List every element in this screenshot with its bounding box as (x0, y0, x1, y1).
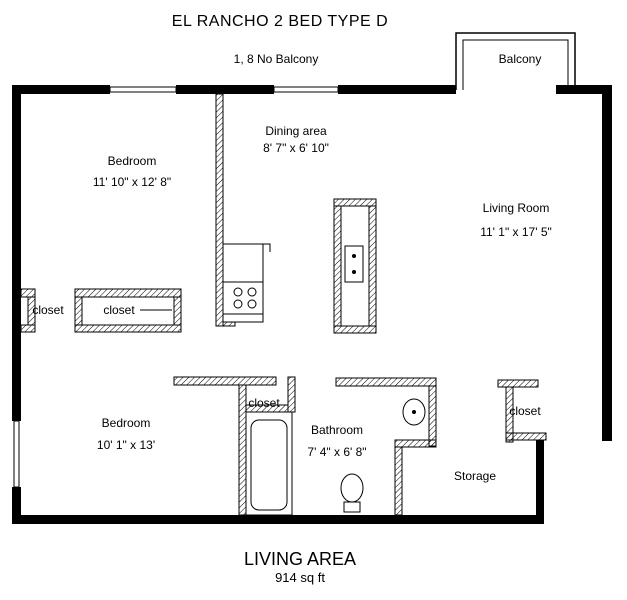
bathroom-label: Bathroom (311, 423, 363, 437)
living-room-label: Living Room (483, 201, 550, 215)
plan-subtitle: 1, 8 No Balcony (234, 52, 319, 66)
closet-label-storage: closet (509, 404, 541, 418)
living-room-size: 11' 1" x 17' 5" (480, 225, 552, 239)
closet-label-bedroom-1b: closet (103, 303, 135, 317)
bathtub (245, 411, 293, 516)
bedroom-1-label: Bedroom (108, 154, 157, 168)
closet-label-bedroom-1a: closet (32, 303, 64, 317)
bedroom-2-label: Bedroom (102, 416, 151, 430)
living-area-value: 914 sq ft (275, 570, 325, 585)
kitchen-counter (222, 243, 271, 323)
exterior-walls (12, 85, 612, 524)
storage-label: Storage (454, 469, 496, 483)
bedroom-1-size: 11' 10" x 12' 8" (93, 175, 171, 189)
dining-area-size: 8' 7" x 6' 10" (263, 141, 329, 155)
kitchen-island (340, 205, 370, 327)
balcony (455, 32, 576, 90)
sink (402, 398, 426, 426)
bedroom-2-size: 10' 1" x 13' (97, 438, 155, 452)
plan-title: EL RANCHO 2 BED TYPE D (172, 13, 388, 30)
balcony-label: Balcony (499, 52, 542, 66)
closet-label-hall: closet (248, 396, 280, 410)
toilet (340, 473, 364, 513)
bathroom-size: 7' 4" x 6' 8" (307, 445, 366, 459)
dining-area-label: Dining area (265, 124, 327, 138)
living-area-label: LIVING AREA (244, 549, 356, 569)
